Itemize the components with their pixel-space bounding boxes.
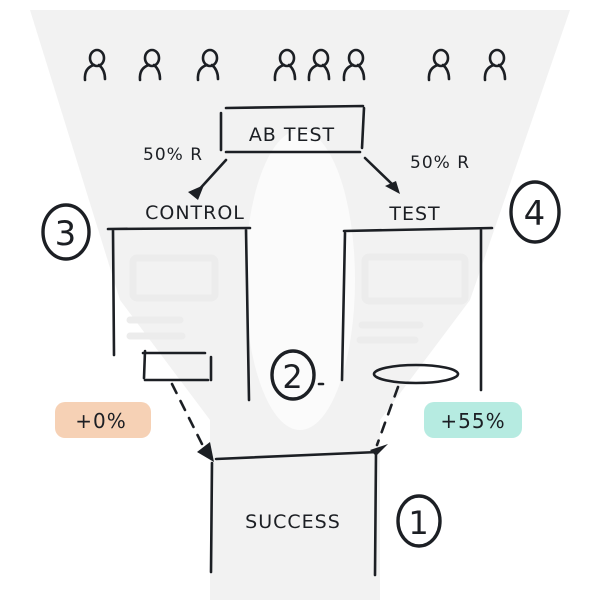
control-lift-badge: +0% (55, 402, 151, 438)
split-right-label: 50% R (410, 153, 470, 173)
success-box: SUCCESS (209, 450, 380, 577)
users-row (83, 48, 507, 82)
test-page (340, 226, 494, 392)
test-label: TEST (388, 203, 440, 225)
arrow-to-test (363, 156, 400, 194)
control-page (106, 226, 252, 402)
split-left-label: 50% R (143, 145, 203, 165)
test-cta-button (372, 363, 460, 385)
svg-text:1: 1 (408, 504, 429, 542)
test-lift-label: +55% (440, 409, 505, 433)
svg-text:3: 3 (55, 214, 78, 254)
step-2-marker: 2 (270, 349, 325, 401)
control-lift-label: +0% (75, 409, 127, 433)
user-icon (307, 48, 331, 82)
ab-test-box: AB TEST (219, 104, 366, 154)
user-icon (196, 48, 220, 82)
control-cta-button (141, 349, 213, 382)
user-icon (427, 48, 451, 82)
svg-text:2: 2 (282, 358, 303, 396)
arrow-control-to-success (170, 382, 214, 462)
user-icon (483, 48, 507, 82)
user-icon (273, 48, 297, 82)
arrow-to-control (188, 158, 228, 200)
user-icon (138, 48, 162, 82)
svg-text:4: 4 (524, 194, 547, 234)
user-icon (342, 48, 366, 82)
step-3-marker: 3 (41, 203, 91, 261)
user-icon (83, 48, 107, 82)
ab-test-label: AB TEST (249, 124, 335, 146)
control-label: CONTROL (145, 202, 245, 224)
funnel-center-highlight (245, 130, 355, 430)
success-label: SUCCESS (245, 511, 341, 533)
step-4-marker: 4 (509, 180, 561, 244)
test-lift-badge: +55% (424, 402, 522, 438)
step-1-marker: 1 (396, 494, 442, 548)
